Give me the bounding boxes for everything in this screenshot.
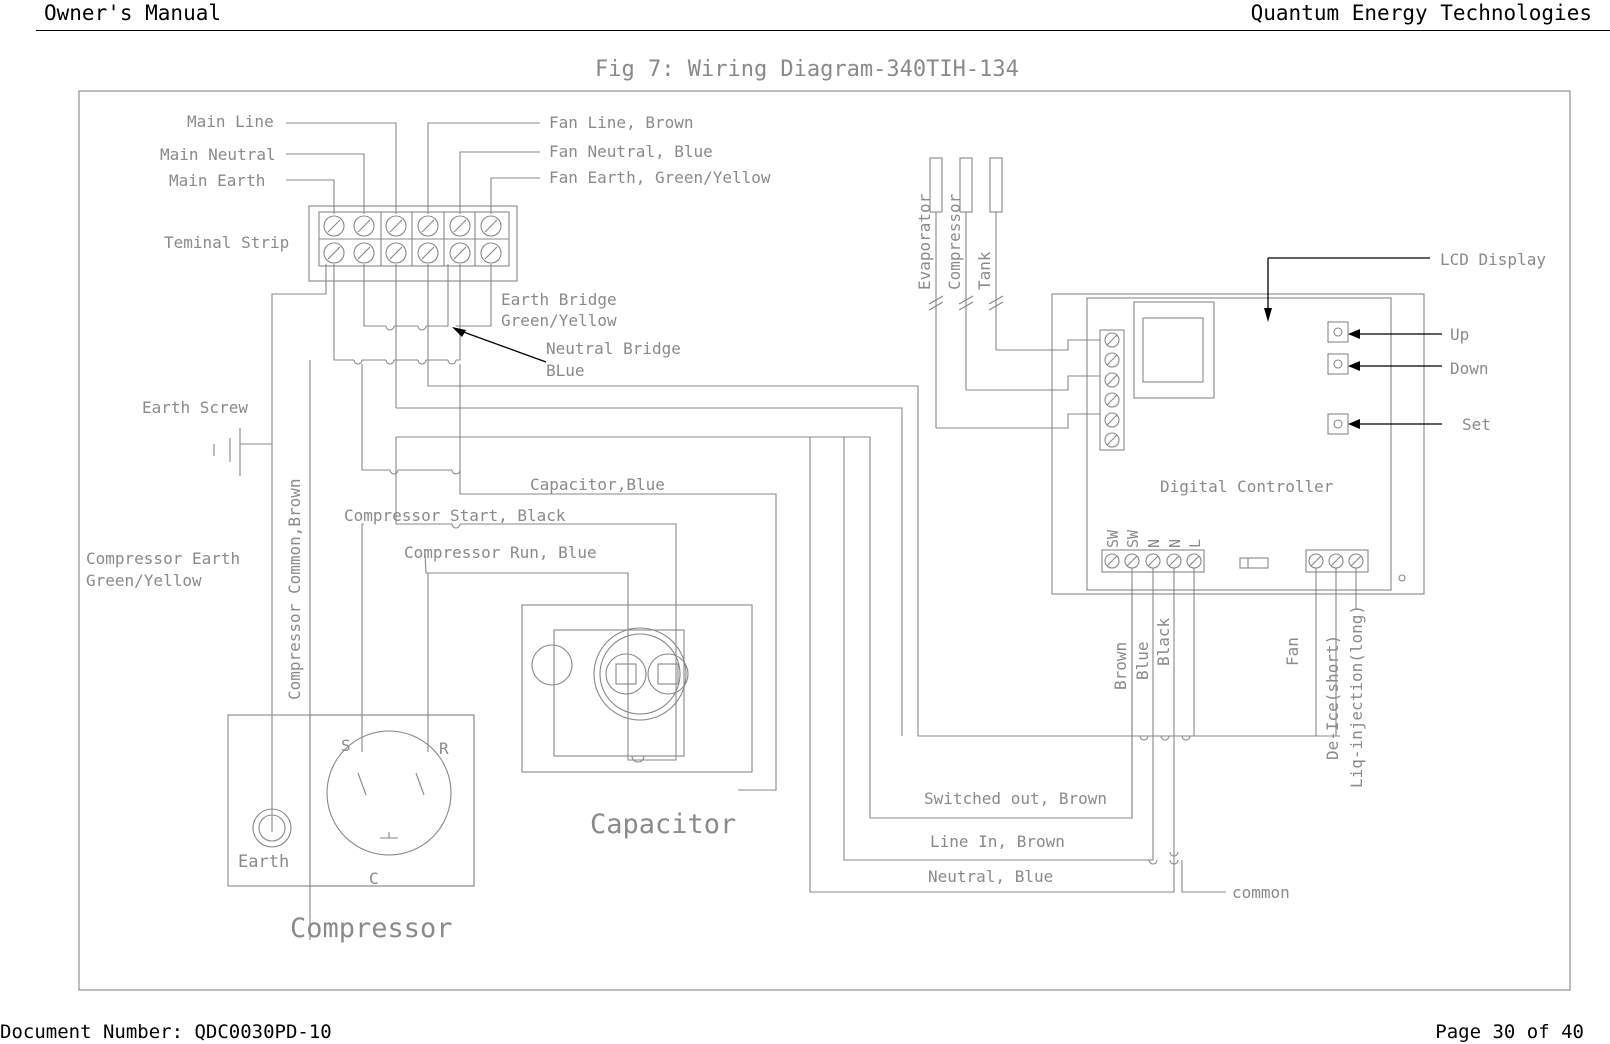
label-compressor: Compressor bbox=[290, 913, 453, 944]
label-main-neutral: Main Neutral bbox=[160, 145, 276, 164]
label-term-n2: N bbox=[1166, 539, 1184, 548]
controller-pointers bbox=[1267, 257, 1442, 425]
label-terminal-r: R bbox=[439, 739, 449, 758]
footer-page-number: Page 30 of 40 bbox=[1435, 1021, 1584, 1043]
label-capacitor: Capacitor bbox=[590, 809, 736, 840]
label-term-n1: N bbox=[1145, 539, 1163, 548]
label-btn-set: Set bbox=[1462, 415, 1491, 434]
set-arrowhead bbox=[1348, 419, 1360, 429]
label-term-sw1: SW bbox=[1104, 529, 1122, 548]
footer-document-number: Document Number: QDC0030PD-10 bbox=[0, 1021, 332, 1043]
controller-output-wires bbox=[809, 436, 1357, 893]
neutral-bridge-pointer bbox=[457, 329, 547, 363]
label-earth-bridge-color: Green/Yellow bbox=[501, 311, 617, 330]
label-terminal-s: S bbox=[341, 736, 351, 755]
distribution-wires bbox=[271, 360, 1133, 940]
label-neutral-bridge: Neutral Bridge bbox=[546, 339, 681, 358]
earth-screw bbox=[213, 428, 272, 476]
label-sensor-tank: Tank bbox=[975, 251, 994, 290]
label-term-l: L bbox=[1186, 539, 1204, 548]
label-digital-controller: Digital Controller bbox=[1160, 477, 1334, 496]
supply-leaders bbox=[286, 122, 540, 214]
compressor-body bbox=[227, 714, 475, 887]
label-main-line: Main Line bbox=[187, 112, 274, 131]
label-fan-earth: Fan Earth, Green/Yellow bbox=[549, 168, 771, 187]
label-wire-black: Black bbox=[1154, 617, 1173, 666]
bridge-wires bbox=[246, 264, 1340, 737]
digital-controller bbox=[1051, 293, 1425, 595]
header-right-title: Quantum Energy Technologies bbox=[1250, 1, 1592, 25]
figure-frame bbox=[78, 90, 1571, 991]
label-wire-brown: Brown bbox=[1111, 642, 1130, 690]
label-earth-screw: Earth Screw bbox=[142, 398, 248, 417]
label-capacitor-blue: Capacitor,Blue bbox=[530, 475, 665, 494]
label-neutral-bridge-color: BLue bbox=[546, 361, 585, 380]
label-compressor-start: Compressor Start, Black bbox=[344, 506, 566, 525]
label-main-earth: Main Earth bbox=[169, 171, 265, 190]
lcd-arrowhead bbox=[1264, 308, 1272, 322]
label-common: common bbox=[1232, 883, 1290, 902]
label-earth-bridge: Earth Bridge bbox=[501, 290, 617, 309]
label-wire-deice: De-Ice(short) bbox=[1323, 635, 1342, 760]
label-sensor-evaporator: Evaporator bbox=[915, 193, 934, 290]
label-wire-liq: Liq-injection(long) bbox=[1347, 605, 1366, 788]
label-sensor-compressor: Compressor bbox=[945, 193, 964, 290]
label-terminal-strip: Teminal Strip bbox=[164, 233, 289, 252]
label-switched-out: Switched out, Brown bbox=[924, 789, 1107, 808]
label-wire-fan: Fan bbox=[1283, 637, 1302, 666]
label-line-in: Line In, Brown bbox=[930, 832, 1065, 851]
label-btn-down: Down bbox=[1450, 359, 1489, 378]
label-fan-line: Fan Line, Brown bbox=[549, 113, 694, 132]
label-fan-neutral: Fan Neutral, Blue bbox=[549, 142, 713, 161]
label-terminal-c: C bbox=[369, 869, 379, 888]
label-wire-blue: Blue bbox=[1133, 641, 1152, 680]
sensor-probes bbox=[928, 157, 1100, 429]
terminal-strip bbox=[308, 205, 518, 282]
label-compressor-run: Compressor Run, Blue bbox=[404, 543, 597, 562]
header-rule bbox=[36, 30, 1610, 31]
down-arrowhead bbox=[1348, 361, 1360, 371]
up-arrowhead bbox=[1348, 329, 1360, 339]
label-neutral-blue: Neutral, Blue bbox=[928, 867, 1053, 886]
figure-title: Fig 7: Wiring Diagram-340TIH-134 bbox=[595, 57, 1019, 82]
label-compressor-earth: Compressor Earth bbox=[86, 549, 240, 568]
label-term-sw2: SW bbox=[1124, 529, 1142, 548]
label-compressor-common: Compressor Common,Brown bbox=[285, 478, 304, 700]
label-earth: Earth bbox=[238, 852, 289, 872]
header-left-title: Owner's Manual bbox=[44, 1, 222, 25]
label-btn-up: Up bbox=[1450, 325, 1469, 344]
label-lcd-display: LCD Display bbox=[1440, 250, 1546, 269]
label-compressor-earth-color: Green/Yellow bbox=[86, 571, 202, 590]
capacitor-body bbox=[521, 604, 753, 773]
neutral-bridge-arrowhead bbox=[452, 327, 466, 337]
